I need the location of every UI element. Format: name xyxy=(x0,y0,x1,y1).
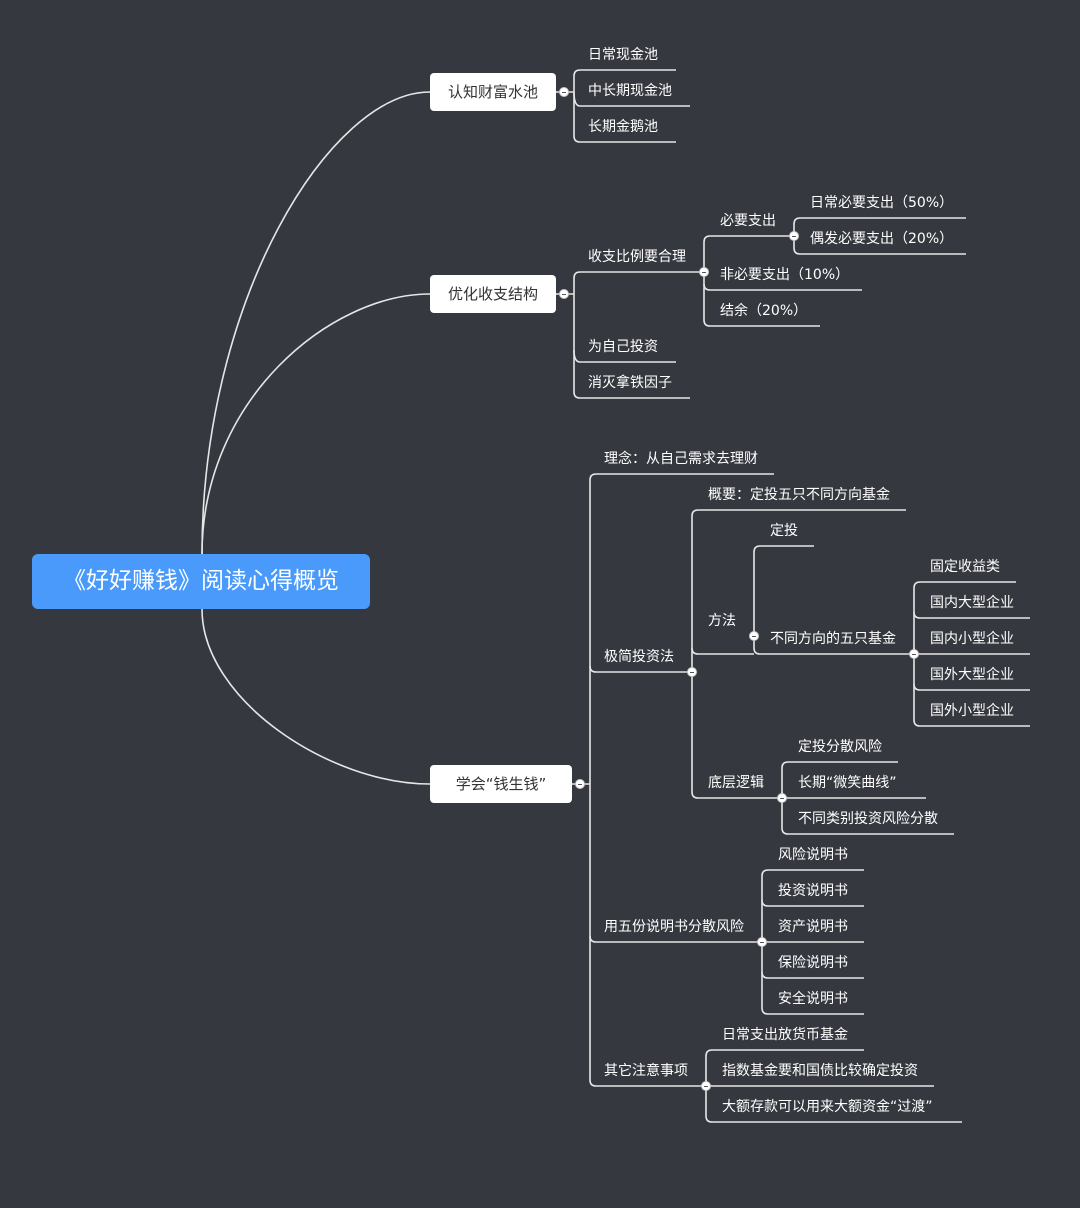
topic-invest-in-self[interactable]: 为自己投资 xyxy=(588,339,658,355)
topic-fund-foreign-large[interactable]: 国外大型企业 xyxy=(930,667,1014,683)
collapse-toggle-icon[interactable] xyxy=(909,649,919,659)
topic-overview[interactable]: 概要：定投五只不同方向基金 xyxy=(708,487,890,503)
topic-note-large-deposit[interactable]: 大额存款可以用来大额资金“过渡” xyxy=(722,1099,933,1115)
topic-latte-factor[interactable]: 消灭拿铁因子 xyxy=(588,375,672,391)
topic-manual-risk[interactable]: 风险说明书 xyxy=(778,847,848,863)
topic-mid-long-cash-pool[interactable]: 中长期现金池 xyxy=(588,83,672,99)
collapse-toggle-icon[interactable] xyxy=(575,779,585,789)
topic-concept[interactable]: 理念：从自己需求去理财 xyxy=(604,451,758,467)
topic-note-money-fund[interactable]: 日常支出放货币基金 xyxy=(722,1027,848,1043)
collapse-toggle-icon[interactable] xyxy=(559,289,569,299)
topic-unnecessary-spending[interactable]: 非必要支出（10%） xyxy=(720,267,850,283)
topic-manual-insurance[interactable]: 保险说明书 xyxy=(778,955,848,971)
topic-five-funds[interactable]: 不同方向的五只基金 xyxy=(770,631,896,647)
topic-daily-cash-pool[interactable]: 日常现金池 xyxy=(588,47,658,63)
topic-minimal-investing[interactable]: 极简投资法 xyxy=(604,649,674,665)
topic-fixed-investment[interactable]: 定投 xyxy=(770,523,798,539)
topic-manual-assets[interactable]: 资产说明书 xyxy=(778,919,848,935)
topic-wealth-pools[interactable]: 认知财富水池 xyxy=(430,73,556,111)
topic-fund-fixed-income[interactable]: 固定收益类 xyxy=(930,559,1000,575)
collapse-toggle-icon[interactable] xyxy=(757,937,767,947)
topic-note-index-vs-bond[interactable]: 指数基金要和国债比较确定投资 xyxy=(722,1063,918,1079)
topic-logic-spread-risk[interactable]: 定投分散风险 xyxy=(798,739,882,755)
topic-surplus[interactable]: 结余（20%） xyxy=(720,303,808,319)
topic-logic-smile-curve[interactable]: 长期“微笑曲线” xyxy=(798,775,897,791)
collapse-toggle-icon[interactable] xyxy=(777,793,787,803)
root-topic[interactable]: 《好好赚钱》阅读心得概览 xyxy=(32,554,370,609)
topic-underlying-logic[interactable]: 底层逻辑 xyxy=(708,775,764,791)
topic-optimize-budget[interactable]: 优化收支结构 xyxy=(430,275,556,313)
topic-manual-investment[interactable]: 投资说明书 xyxy=(778,883,848,899)
collapse-toggle-icon[interactable] xyxy=(699,267,709,277)
topic-fund-domestic-small[interactable]: 国内小型企业 xyxy=(930,631,1014,647)
topic-money-makes-money[interactable]: 学会“钱生钱” xyxy=(430,765,572,803)
collapse-toggle-icon[interactable] xyxy=(687,667,697,677)
topic-occasional-necessary[interactable]: 偶发必要支出（20%） xyxy=(810,231,954,247)
collapse-toggle-icon[interactable] xyxy=(749,631,759,641)
topic-fund-domestic-large[interactable]: 国内大型企业 xyxy=(930,595,1014,611)
topic-fund-foreign-small[interactable]: 国外小型企业 xyxy=(930,703,1014,719)
collapse-toggle-icon[interactable] xyxy=(559,87,569,97)
topic-method[interactable]: 方法 xyxy=(708,613,736,629)
topic-other-notes[interactable]: 其它注意事项 xyxy=(604,1063,688,1079)
topic-five-manuals[interactable]: 用五份说明书分散风险 xyxy=(604,919,744,935)
topic-manual-safety[interactable]: 安全说明书 xyxy=(778,991,848,1007)
topic-golden-goose-pool[interactable]: 长期金鹅池 xyxy=(588,119,658,135)
topic-logic-category-spread[interactable]: 不同类别投资风险分散 xyxy=(798,811,938,827)
collapse-toggle-icon[interactable] xyxy=(789,231,799,241)
topic-ratio-reasonable[interactable]: 收支比例要合理 xyxy=(588,249,686,265)
topic-necessary-spending[interactable]: 必要支出 xyxy=(720,213,776,229)
collapse-toggle-icon[interactable] xyxy=(701,1081,711,1091)
topic-daily-necessary[interactable]: 日常必要支出（50%） xyxy=(810,195,954,211)
